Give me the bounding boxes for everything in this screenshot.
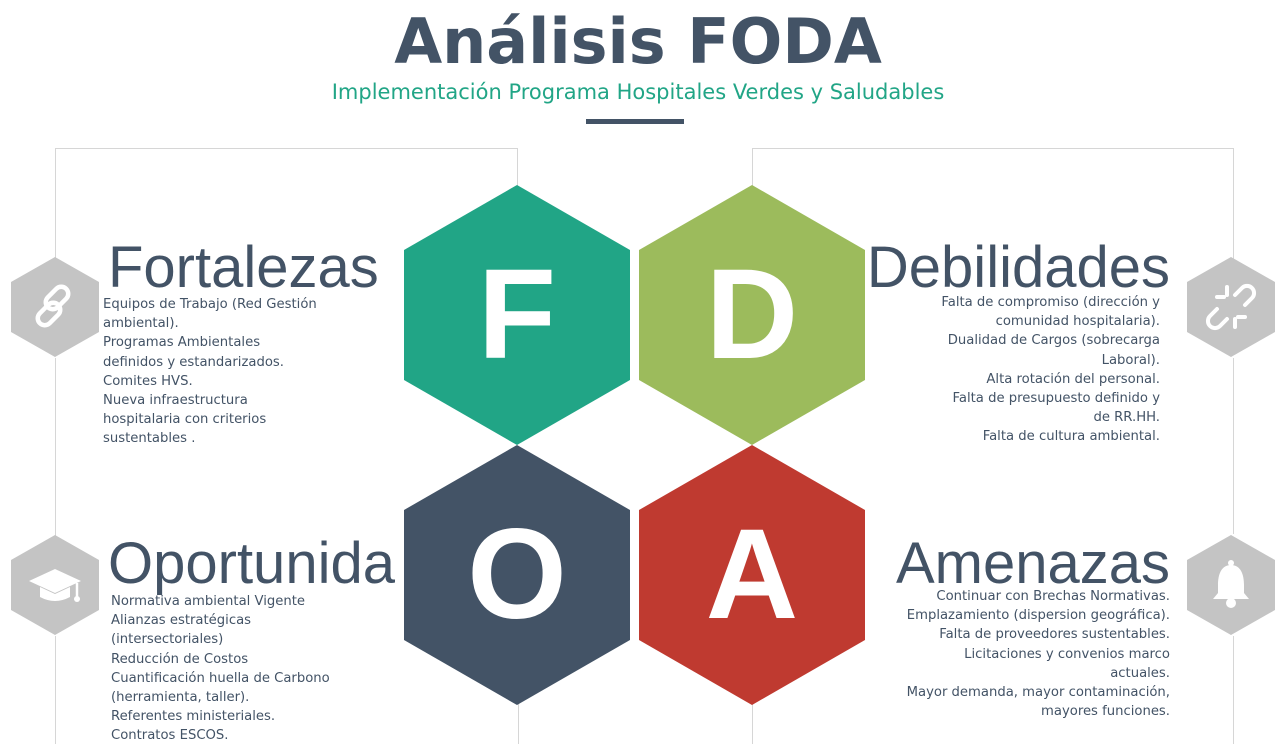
debilidades-list: Falta de compromiso (dirección y comunida… bbox=[880, 293, 1160, 447]
oportunidades-line: Cuantificación huella de Carbono bbox=[111, 670, 330, 686]
debilidades-line: Dualidad de Cargos (sobrecarga bbox=[947, 333, 1160, 349]
oportunidades-line: Normativa ambiental Vigente bbox=[111, 594, 306, 609]
fortalezas-line: Comites HVS. bbox=[103, 373, 193, 389]
frame-line bbox=[55, 358, 56, 540]
fortalezas-line: hospitalaria con criterios bbox=[103, 412, 267, 428]
amenazas-line: actuales. bbox=[1110, 665, 1170, 681]
hexagon-fortalezas: F bbox=[404, 185, 630, 445]
fortalezas-line: sustentables . bbox=[103, 431, 196, 447]
link-icon bbox=[35, 284, 71, 328]
oportunidades-heading: Oportunida bbox=[108, 531, 395, 596]
frame-line bbox=[518, 700, 519, 744]
oportunidades-line: Reducción de Costos bbox=[111, 651, 249, 667]
fortalezas-line: ambiental). bbox=[103, 316, 179, 332]
amenazas-line: Falta de proveedores sustentables. bbox=[939, 627, 1170, 643]
fortalezas-heading: Fortalezas bbox=[108, 235, 379, 300]
debilidades-line: Falta de cultura ambiental. bbox=[982, 429, 1160, 445]
hexagon-letter-d: D bbox=[705, 243, 799, 386]
frame-line bbox=[55, 636, 56, 744]
bell-icon bbox=[1213, 560, 1249, 608]
debilidades-line: de RR.HH. bbox=[1093, 410, 1160, 426]
hexagon-debilidades: D bbox=[639, 185, 865, 445]
hexagon-oportunidades: O bbox=[404, 445, 630, 705]
frame-line bbox=[1233, 358, 1234, 534]
fortalezas-line: Nueva infraestructura bbox=[103, 393, 248, 409]
debilidades-heading: Debilidades bbox=[866, 235, 1170, 300]
amenazas-line: Continuar con Brechas Normativas. bbox=[936, 589, 1170, 604]
fortalezas-icon-badge bbox=[11, 257, 99, 357]
hexagon-letter-o: O bbox=[467, 503, 567, 646]
amenazas-line: Emplazamiento (dispersion geográfica). bbox=[906, 608, 1170, 624]
debilidades-icon-badge bbox=[1187, 257, 1275, 357]
graduation-cap-icon bbox=[29, 569, 81, 602]
frame-line bbox=[1233, 636, 1234, 744]
debilidades-line: Falta de compromiso (dirección y bbox=[941, 295, 1160, 310]
debilidades-line: Laboral). bbox=[1101, 352, 1160, 368]
oportunidades-line: (intersectoriales) bbox=[111, 632, 224, 648]
hexagon-amenazas: A bbox=[639, 445, 865, 705]
debilidades-line: Alta rotación del personal. bbox=[986, 371, 1160, 387]
title-divider bbox=[586, 119, 684, 124]
oportunidades-line: (herramienta, taller). bbox=[111, 690, 250, 706]
page-subtitle: Implementación Programa Hospitales Verde… bbox=[331, 80, 945, 104]
oportunidades-line: Alianzas estratégicas bbox=[111, 613, 252, 629]
oportunidades-icon-badge bbox=[11, 535, 99, 635]
amenazas-line: mayores funciones. bbox=[1041, 704, 1170, 720]
frame-line bbox=[752, 700, 753, 744]
fortalezas-line: Equipos de Trabajo (Red Gestión bbox=[103, 297, 317, 312]
oportunidades-line: Referentes ministeriales. bbox=[111, 709, 276, 725]
oportunidades-line: Contratos ESCOS. bbox=[111, 728, 229, 744]
page-title: Análisis FODA bbox=[394, 5, 882, 78]
debilidades-line: comunidad hospitalaria). bbox=[995, 314, 1160, 330]
hexagon-letter-a: A bbox=[705, 503, 799, 646]
amenazas-icon-badge bbox=[1187, 535, 1275, 635]
fortalezas-list: Equipos de Trabajo (Red Gestión ambiental… bbox=[103, 295, 403, 449]
debilidades-line: Falta de presupuesto definido y bbox=[952, 391, 1160, 407]
fortalezas-line: Programas Ambientales bbox=[103, 335, 261, 351]
hexagon-letter-f: F bbox=[477, 243, 557, 386]
amenazas-list: Continuar con Brechas Normativas. Emplaza… bbox=[870, 587, 1170, 721]
broken-link-icon bbox=[1205, 283, 1257, 331]
amenazas-line: Licitaciones y convenios marco bbox=[964, 646, 1170, 662]
amenazas-line: Mayor demanda, mayor contaminación, bbox=[906, 685, 1170, 701]
fortalezas-line: definidos y estandarizados. bbox=[103, 354, 284, 370]
amenazas-heading: Amenazas bbox=[895, 531, 1170, 596]
